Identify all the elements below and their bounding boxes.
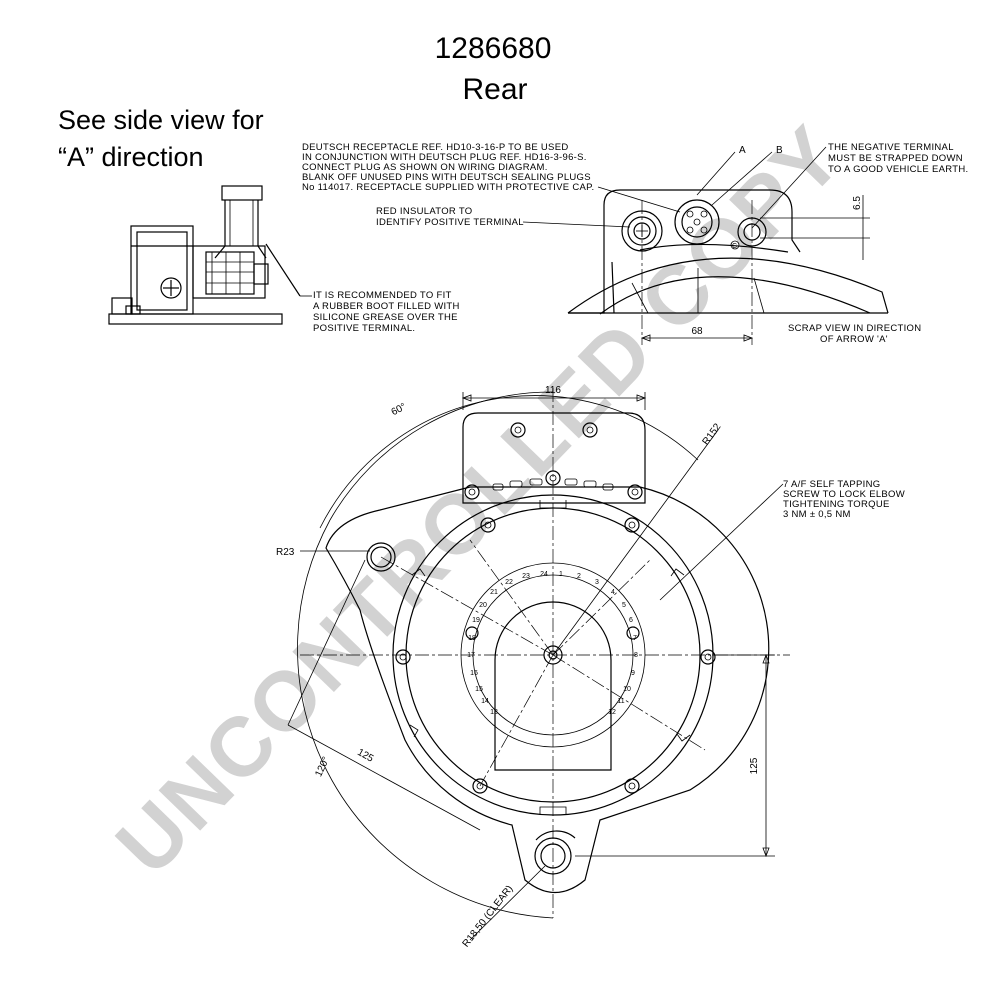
pin-label-c: C [732, 243, 737, 250]
dimension-r152: R152 [701, 421, 724, 447]
deutsch-note-line4: BLANK OFF UNUSED PINS WITH DEUTSCH SEALI… [302, 172, 591, 183]
side-view-note-line2: “A” direction [58, 142, 204, 172]
scrap-view-note-line2: OF ARROW 'A' [820, 334, 888, 345]
rubber-boot-note-line3: SILICONE GREASE OVER THE [313, 312, 458, 323]
deutsch-note-line1: DEUTSCH RECEPTACLE REF. HD10-3-16-P TO B… [302, 142, 569, 153]
scale-tick-6: 6 [629, 617, 633, 624]
view-name: Rear [462, 73, 527, 106]
side-view-note-line1: See side view for [58, 105, 264, 135]
scale-tick-11: 11 [617, 698, 624, 705]
dimension-68: 68 [691, 326, 703, 337]
scale-tick-23: 23 [522, 573, 530, 580]
scale-tick-13: 13 [490, 709, 498, 716]
pin-label-a: A [739, 145, 746, 156]
scale-tick-4: 4 [611, 589, 615, 596]
negative-terminal-note-line1: THE NEGATIVE TERMINAL [828, 142, 954, 153]
deutsch-note-line2: IN CONJUNCTION WITH DEUTSCH PLUG REF. HD… [302, 152, 587, 163]
dimension-angle-60: 60° [390, 401, 409, 418]
red-insulator-note-line1: RED INSULATOR TO [376, 206, 472, 217]
screw-note-line3: TIGHTENING TORQUE [783, 499, 890, 510]
part-number: 1286680 [435, 32, 552, 65]
scale-tick-21: 21 [490, 589, 498, 596]
scrap-view-arrow-a [567, 151, 889, 345]
deutsch-note-line5: No 114017. RECEPTACLE SUPPLIED WITH PROT… [302, 182, 594, 193]
scale-tick-7: 7 [633, 635, 637, 642]
deutsch-note-line3: CONNECT PLUG AS SHOWN ON WIRING DIAGRAM. [302, 162, 548, 173]
scale-tick-22: 22 [505, 579, 513, 586]
rubber-boot-note-line4: POSITIVE TERMINAL. [313, 323, 415, 334]
dimension-125-diagonal: 125 [355, 747, 375, 765]
scrap-view-note-line1: SCRAP VIEW IN DIRECTION [788, 323, 921, 334]
rubber-boot-note-line1: IT IS RECOMMENDED TO FIT [313, 290, 452, 301]
scale-tick-19: 19 [472, 617, 480, 624]
negative-terminal-note-line3: TO A GOOD VEHICLE EARTH. [828, 164, 968, 175]
side-view-terminal-detail [108, 185, 301, 325]
dimension-125-vertical: 125 [749, 757, 760, 774]
dimension-r18-50-clear: R18,50 (CLEAR) [461, 884, 516, 950]
scale-tick-15: 15 [475, 686, 483, 693]
screw-note-line4: 3 NM ± 0,5 NM [783, 509, 851, 520]
scale-tick-1: 1 [559, 571, 563, 578]
scale-tick-8: 8 [634, 652, 638, 659]
dimension-116: 116 [545, 385, 561, 396]
rear-view-housing [287, 388, 790, 941]
scale-tick-24: 24 [540, 571, 548, 578]
scale-tick-10: 10 [623, 686, 631, 693]
scale-tick-14: 14 [481, 698, 489, 705]
rectifier-scale: 1 2 3 4 5 6 7 8 9 10 11 12 13 14 15 16 1… [467, 571, 638, 716]
dimension-r23: R23 [276, 547, 295, 558]
scale-tick-20: 20 [479, 602, 487, 609]
scale-tick-3: 3 [595, 579, 599, 586]
scale-tick-2: 2 [577, 573, 581, 580]
red-insulator-note-line2: IDENTIFY POSITIVE TERMINAL [376, 217, 524, 228]
rubber-boot-note-line2: A RUBBER BOOT FILLED WITH [313, 301, 460, 312]
dimension-6-5: 6.5 [852, 196, 863, 210]
negative-terminal-note-line2: MUST BE STRAPPED DOWN [828, 153, 963, 164]
scale-tick-9: 9 [631, 670, 635, 677]
scale-tick-16: 16 [470, 670, 478, 677]
scale-tick-17: 17 [467, 652, 475, 659]
scale-tick-12: 12 [608, 709, 616, 716]
screw-note-line2: SCREW TO LOCK ELBOW [783, 489, 905, 500]
scale-tick-18: 18 [468, 635, 476, 642]
screw-note-line1: 7 A/F SELF TAPPING [783, 479, 880, 490]
scale-tick-5: 5 [622, 602, 626, 609]
pin-label-b: B [776, 145, 783, 156]
